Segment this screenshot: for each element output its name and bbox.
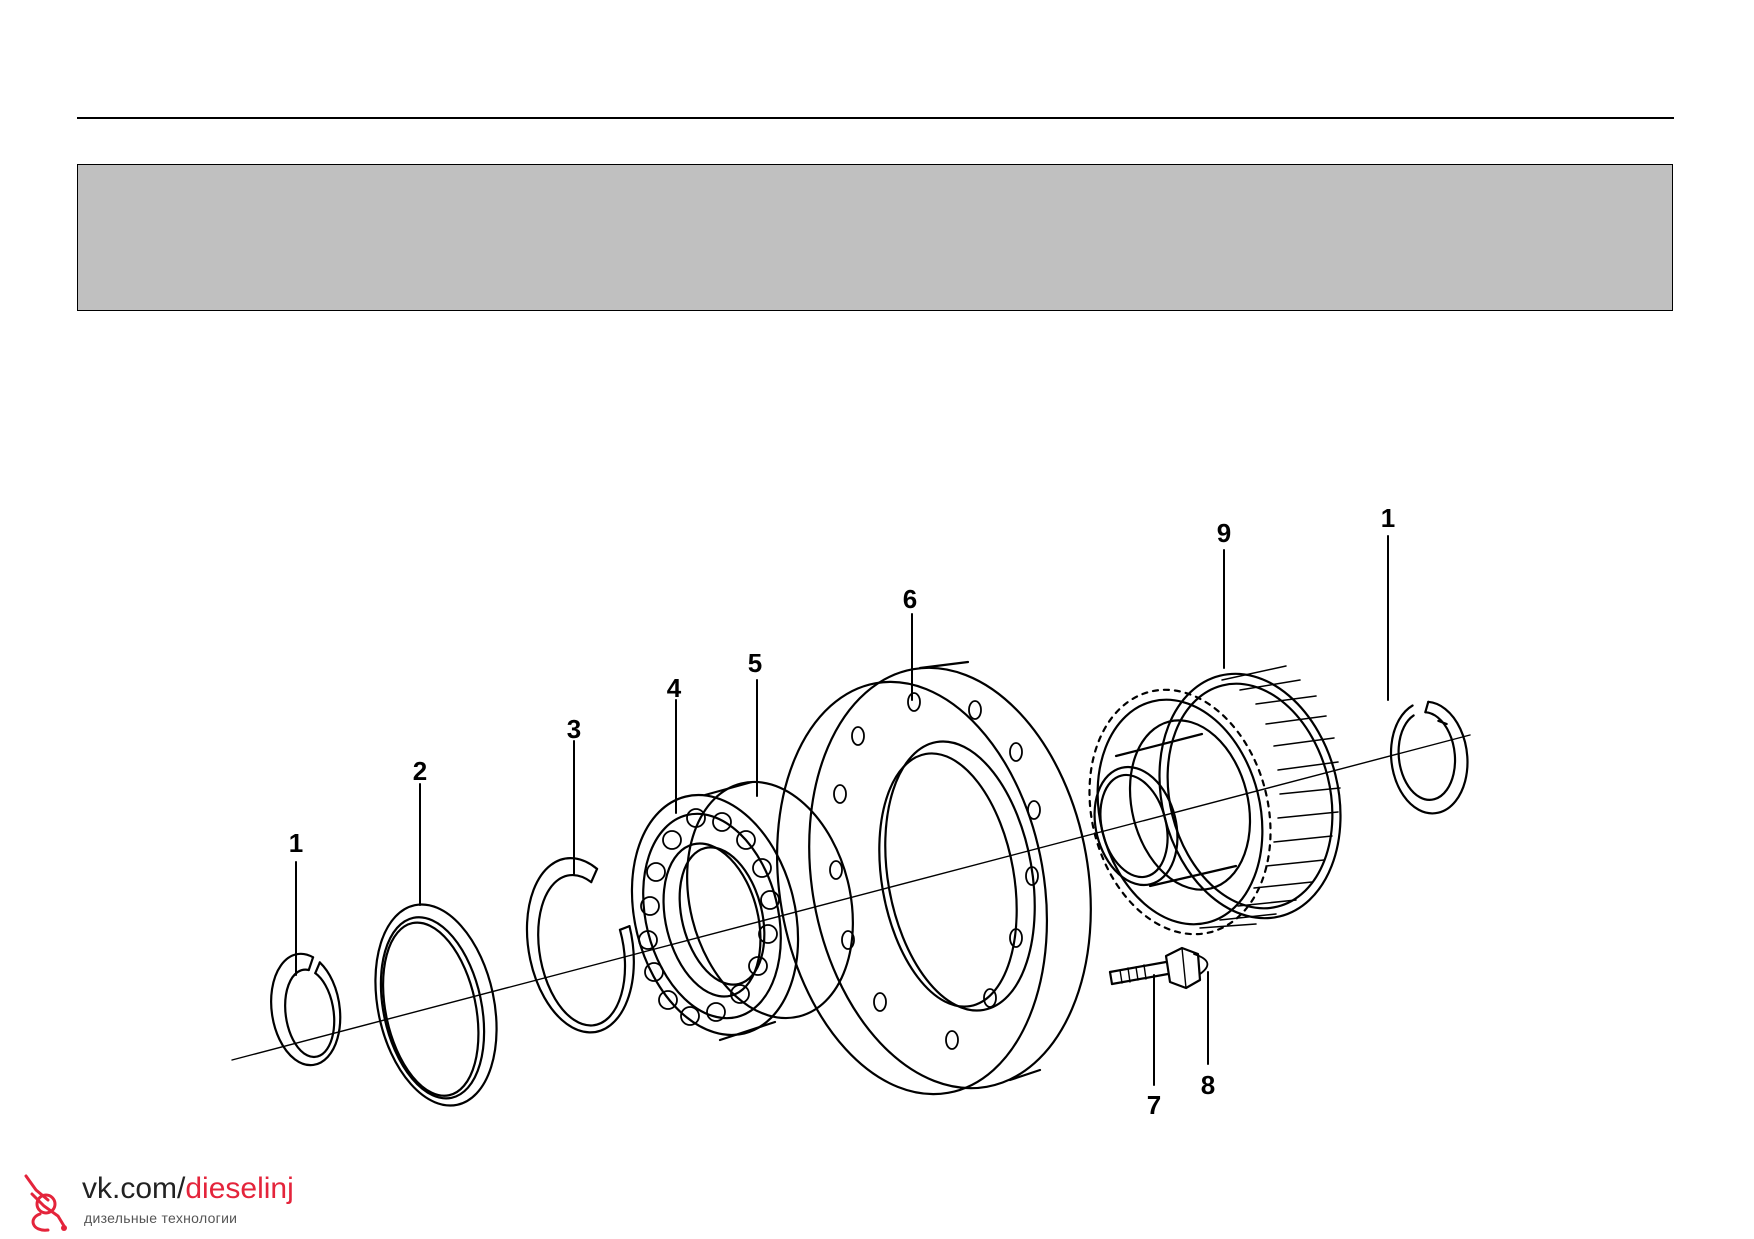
header-band [77, 164, 1673, 311]
callout-part-1-right: 1 [1381, 503, 1395, 533]
retaining-ring-right [1389, 700, 1469, 815]
watermark-site-prefix: vk.com/ [82, 1172, 186, 1205]
callout-part-1-left: 1 [289, 828, 303, 858]
callout-part-4: 4 [667, 673, 682, 703]
leader-lines [295, 535, 1389, 1086]
callout-part-5: 5 [748, 648, 762, 678]
shim-ring [374, 903, 498, 1107]
helical-gear [1088, 665, 1342, 936]
snap-ring [525, 857, 635, 1034]
watermark-site-name: dieselinj [185, 1172, 294, 1205]
callout-part-3: 3 [567, 714, 581, 744]
callout-part-8: 8 [1201, 1070, 1215, 1100]
callout-part-2: 2 [413, 756, 427, 786]
watermark-site: vk.com/dieselinj [82, 1172, 294, 1206]
hex-bolt [1108, 946, 1202, 990]
top-rule [77, 117, 1674, 119]
callout-part-9: 9 [1217, 518, 1231, 548]
roller-bearing [630, 780, 854, 1042]
injector-pen-icon [24, 1174, 67, 1232]
bearing-flange [775, 660, 1092, 1096]
callout-part-6: 6 [903, 584, 917, 614]
lock-washer [1193, 953, 1209, 975]
retaining-ring-left [270, 952, 342, 1067]
callout-part-7: 7 [1147, 1090, 1161, 1120]
watermark-tagline: дизельные технологии [84, 1210, 238, 1226]
watermark: vk.com/dieselinj дизельные технологии [18, 1172, 318, 1236]
